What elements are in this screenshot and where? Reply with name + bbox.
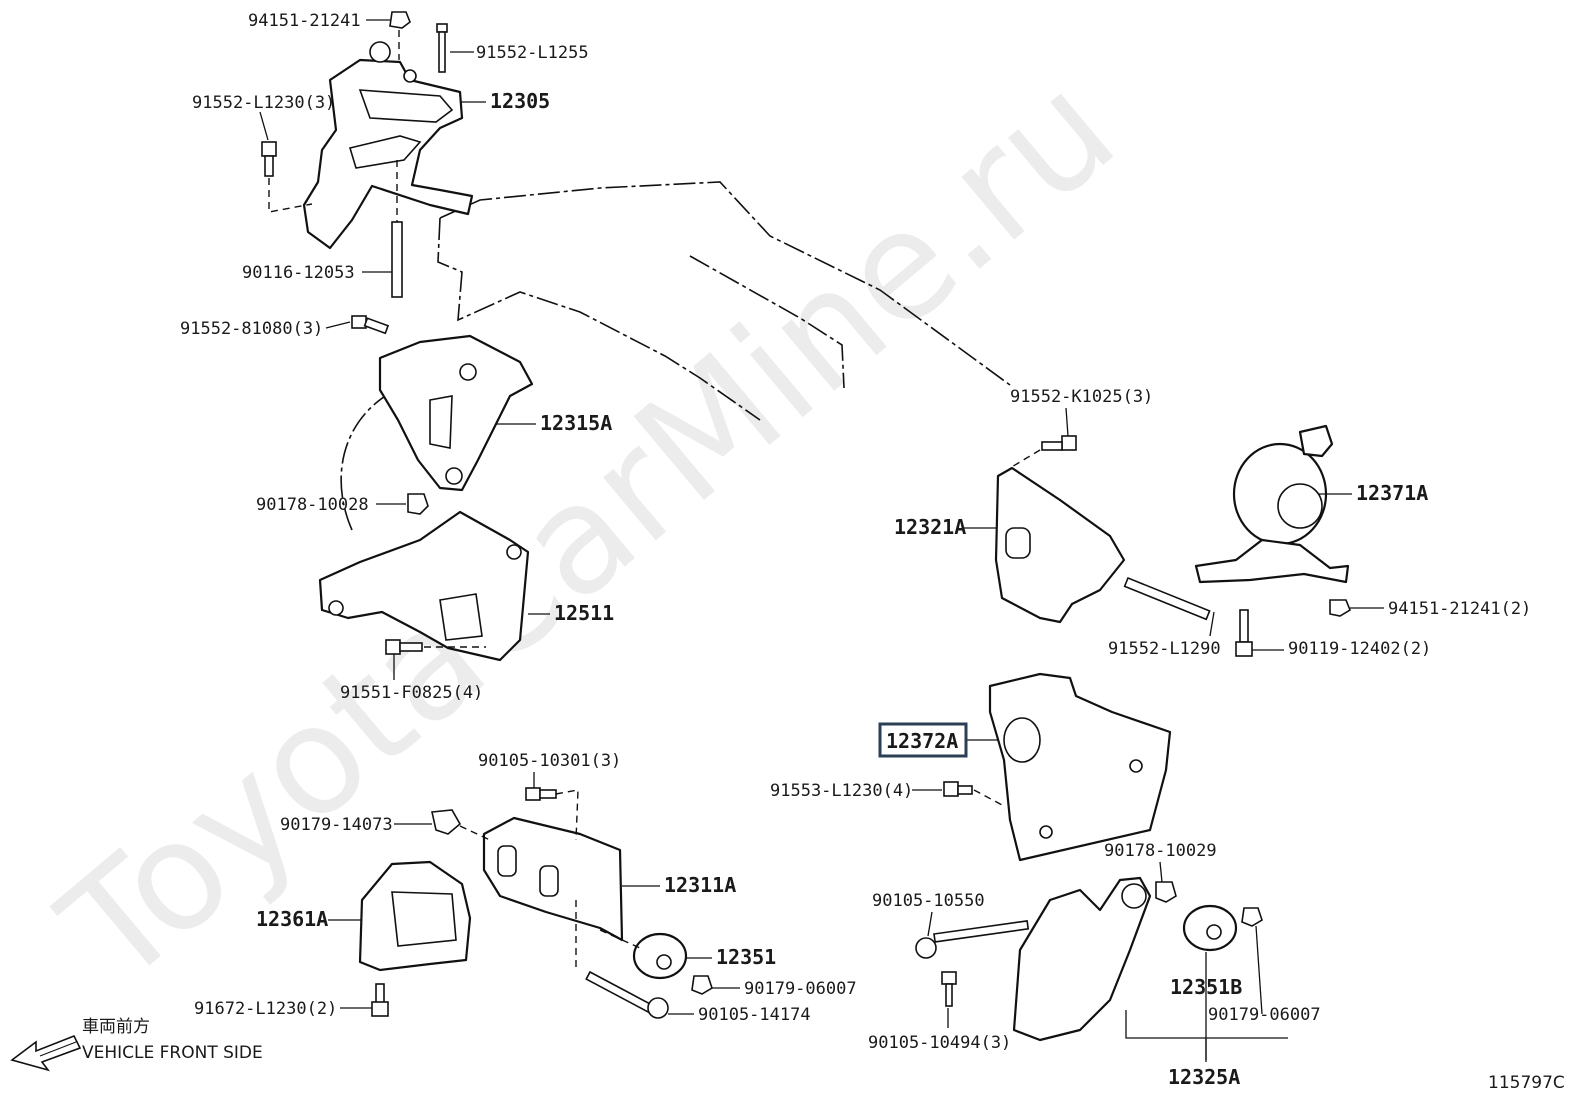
label-91551-F0825-4[interactable]: 91551-F0825(4)	[340, 683, 483, 703]
label-90105-10494-3[interactable]: 90105-10494(3)	[868, 1033, 1011, 1053]
label-12305[interactable]: 12305	[490, 89, 550, 113]
label-90178-10028[interactable]: 90178-10028	[256, 495, 369, 515]
bracket-12511[interactable]	[318, 510, 530, 662]
bolt-90105-10494[interactable]	[941, 971, 957, 1007]
label-90116-12053[interactable]: 90116-12053	[242, 263, 355, 283]
label-90179-14073[interactable]: 90179-14073	[280, 815, 393, 835]
engine-outline	[340, 181, 1011, 531]
stud-90116-12053[interactable]	[391, 221, 403, 298]
nut-90179-06007-a[interactable]	[691, 975, 713, 995]
label-94151-21241-2[interactable]: 94151-21241(2)	[1388, 599, 1531, 619]
nut-94151-21241-pair[interactable]	[1329, 599, 1351, 617]
label-90179-06007-a[interactable]: 90179-06007	[744, 979, 857, 999]
label-12351B[interactable]: 12351B	[1170, 975, 1242, 999]
label-94151-21241-top[interactable]: 94151-21241	[248, 11, 361, 31]
bolt-91552-L1255[interactable]	[436, 23, 448, 73]
mount-12372A[interactable]	[988, 672, 1172, 862]
label-91672-L1230-2[interactable]: 91672-L1230(2)	[194, 999, 337, 1019]
front-arrow-icon	[10, 1034, 82, 1072]
bracket-12311A[interactable]	[482, 816, 624, 942]
bolt-90105-10301[interactable]	[525, 787, 557, 801]
bushing-12351[interactable]	[632, 932, 688, 980]
label-90105-14174[interactable]: 90105-14174	[698, 1005, 811, 1025]
bracket-12325A[interactable]	[1012, 876, 1152, 1042]
label-12361A[interactable]: 12361A	[256, 907, 328, 931]
mount-12361A[interactable]	[358, 860, 472, 972]
bolt-90119-12402[interactable]	[1235, 609, 1253, 657]
label-12311A[interactable]: 12311A	[664, 873, 736, 897]
label-90179-06007-b[interactable]: 90179-06007	[1208, 1005, 1321, 1025]
label-91552-K1025-3[interactable]: 91552-K1025(3)	[1010, 387, 1153, 407]
nut-90179-14073[interactable]	[431, 809, 462, 835]
label-91552-L1255[interactable]: 91552-L1255	[476, 43, 589, 63]
label-90105-10550[interactable]: 90105-10550	[872, 891, 985, 911]
label-12321A[interactable]: 12321A	[894, 515, 966, 539]
highlight-box-12372A	[878, 722, 968, 758]
label-90119-12402-2[interactable]: 90119-12402(2)	[1288, 639, 1431, 659]
label-90178-10029[interactable]: 90178-10029	[1104, 841, 1217, 861]
bolt-91552-L1230[interactable]	[261, 141, 277, 177]
bushing-12351B[interactable]	[1182, 904, 1238, 952]
vehicle-front-indicator: 車両前方 VEHICLE FRONT SIDE	[10, 1017, 263, 1072]
nut-94151-21241-top[interactable]	[389, 11, 411, 29]
mount-12305[interactable]	[302, 41, 474, 250]
mount-12371A[interactable]	[1194, 424, 1350, 584]
part-labels: 94151-21241 91552-L1255 91552-L1230(3) 1…	[180, 11, 1531, 1089]
bolt-91551-F0825[interactable]	[385, 639, 423, 655]
bracket-12315A[interactable]	[378, 334, 534, 492]
label-90105-10301-3[interactable]: 90105-10301(3)	[478, 751, 621, 771]
label-12315A[interactable]: 12315A	[540, 411, 612, 435]
label-12325A[interactable]: 12325A	[1168, 1065, 1240, 1089]
bolt-91552-81080[interactable]	[351, 315, 390, 335]
figure-code: 115797C	[1488, 1073, 1565, 1093]
label-12351[interactable]: 12351	[716, 945, 776, 969]
bolt-91552-L1290[interactable]	[1123, 576, 1211, 621]
bolt-91552-K1025[interactable]	[1041, 435, 1077, 451]
label-91552-L1290[interactable]: 91552-L1290	[1108, 639, 1221, 659]
nut-90179-06007-b[interactable]	[1241, 907, 1263, 927]
label-91552-L1230-3[interactable]: 91552-L1230(3)	[192, 93, 335, 113]
label-91553-L1230-4[interactable]: 91553-L1230(4)	[770, 781, 913, 801]
label-12372A[interactable]: 12372A	[886, 729, 958, 753]
front-note-en: VEHICLE FRONT SIDE	[82, 1043, 263, 1063]
label-12511[interactable]: 12511	[554, 601, 614, 625]
bracket-12321A[interactable]	[994, 466, 1126, 624]
nut-90178-10029[interactable]	[1155, 881, 1177, 903]
leader-lines	[259, 19, 1384, 1062]
bolt-91672-L1230[interactable]	[371, 983, 389, 1017]
label-12371A[interactable]: 12371A	[1356, 481, 1428, 505]
bolt-90105-10550[interactable]	[915, 920, 1030, 959]
nut-90178-10028[interactable]	[407, 493, 429, 515]
label-91552-81080-3[interactable]: 91552-81080(3)	[180, 319, 323, 339]
front-note-jp: 車両前方	[82, 1017, 150, 1037]
bolt-90105-14174[interactable]	[585, 970, 669, 1019]
bolt-91553-L1230[interactable]	[943, 781, 973, 797]
